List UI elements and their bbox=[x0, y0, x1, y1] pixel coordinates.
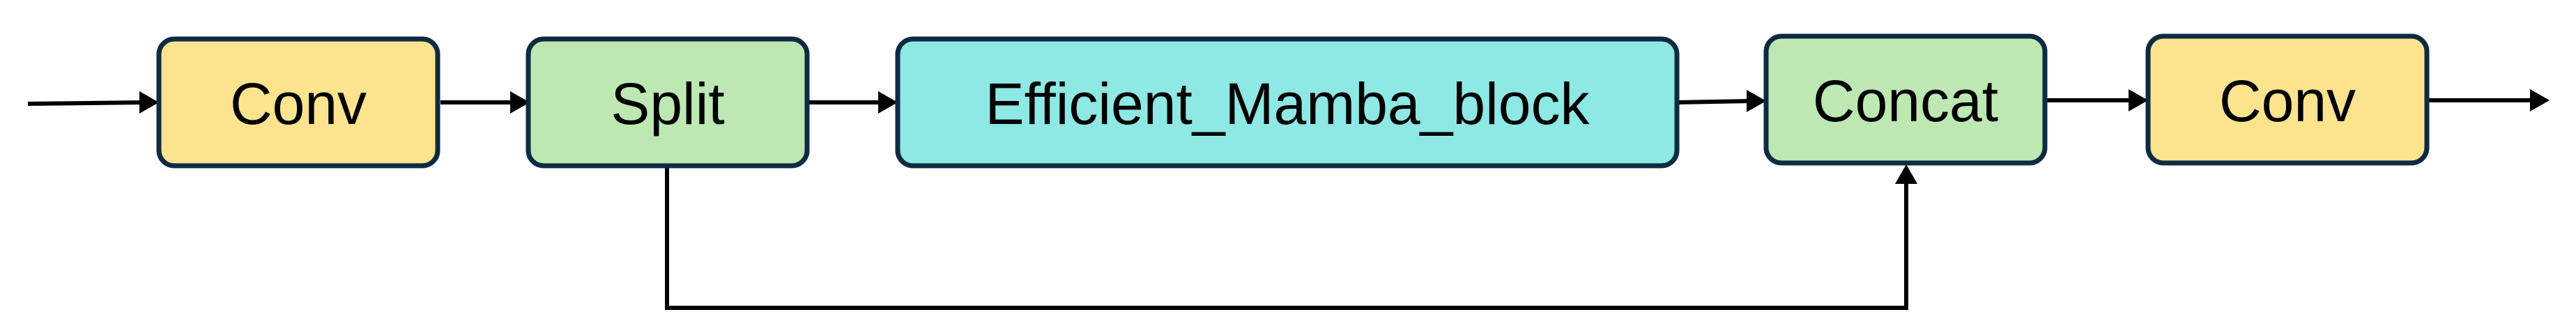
concat-label: Concat bbox=[1813, 68, 1998, 134]
block-split: Split bbox=[526, 36, 810, 169]
efficient-mamba-label: Efficient_Mamba_block bbox=[986, 71, 1590, 137]
skip-connection-arrowhead bbox=[1895, 164, 1917, 184]
input-arrowhead bbox=[139, 91, 159, 114]
concat-box bbox=[1763, 33, 2048, 166]
block-concat: Concat bbox=[1763, 33, 2048, 166]
conv-output-box bbox=[2145, 33, 2430, 166]
split-to-mamba-arrowhead bbox=[878, 91, 898, 114]
block-efficient-mamba: Efficient_Mamba_block bbox=[895, 36, 1680, 169]
input-arrow bbox=[27, 100, 146, 106]
conv-to-split-arrowhead bbox=[510, 91, 530, 114]
split-box bbox=[526, 36, 810, 169]
output-arrowhead bbox=[2530, 89, 2550, 111]
mamba-to-concat-arrowhead bbox=[1747, 90, 1766, 112]
mamba-to-concat-arrow bbox=[1678, 99, 1753, 104]
conv-input-box bbox=[156, 36, 440, 169]
concat-to-conv-arrowhead bbox=[2129, 89, 2148, 111]
skip-connection bbox=[665, 167, 1908, 310]
efficient-mamba-box bbox=[895, 36, 1680, 169]
split-label: Split bbox=[611, 71, 724, 137]
conv-input-label: Conv bbox=[230, 71, 367, 137]
connectors bbox=[27, 89, 2550, 310]
conv-output-label: Conv bbox=[2219, 68, 2356, 134]
block-conv-output: Conv bbox=[2145, 33, 2430, 166]
block-conv-input: Conv bbox=[156, 36, 440, 169]
